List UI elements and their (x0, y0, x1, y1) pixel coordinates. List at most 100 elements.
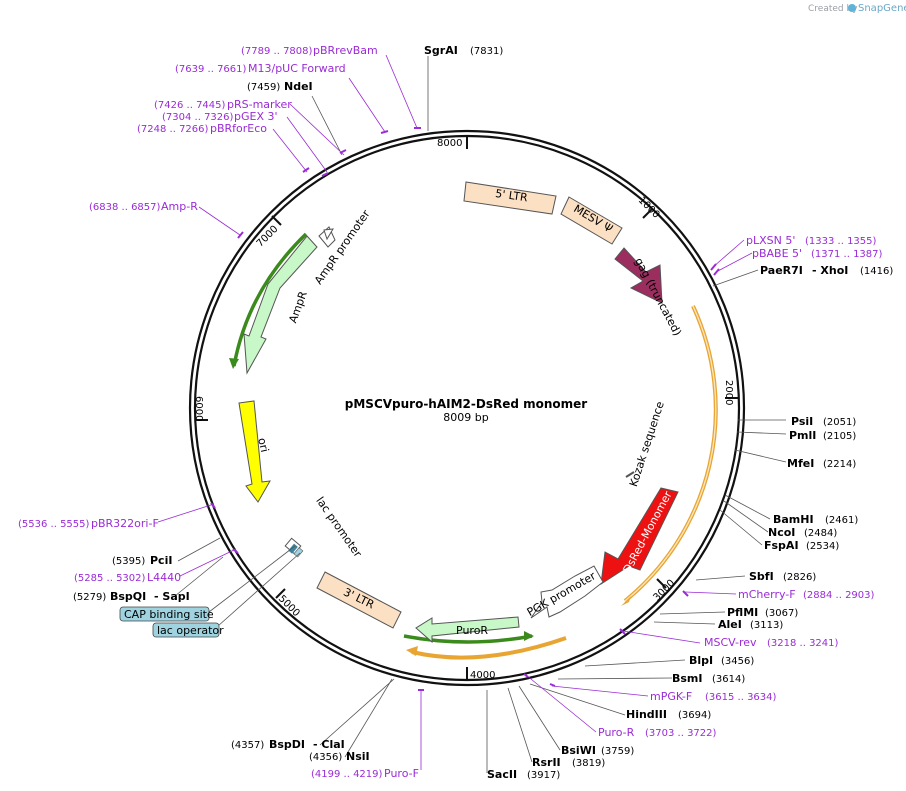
feature-ampr-promoter-label: AmpR promoter (312, 207, 373, 286)
enzyme-bsiwi[interactable]: BsiWI (561, 744, 596, 757)
feature-5ltr[interactable]: 5' LTR (463, 181, 557, 215)
enzyme-mfei-pos: (2214) (823, 459, 856, 470)
primer-mpgk-f-pos: (3615 .. 3634) (705, 692, 777, 703)
primer-pbr322ori-f[interactable]: pBR322ori-F (91, 517, 159, 530)
feature-dsred-label: DsRed-Monomer (620, 489, 674, 576)
primer-puro-r[interactable]: Puro-R (598, 726, 635, 739)
ruler-2000: 2000 (723, 380, 734, 405)
snapgene-logo-icon (848, 4, 856, 12)
primer-puro-f[interactable]: Puro-F (384, 767, 419, 780)
enzyme-ndei[interactable]: NdeI (284, 80, 313, 93)
primer-mscv-rev[interactable]: MSCV-rev (704, 636, 757, 649)
enzyme-pcii-pos: (5395) (112, 556, 145, 567)
enzyme-psii-pos: (2051) (823, 417, 856, 428)
primer-labels: pBRrevBam (7789 .. 7808) M13/pUC Forward… (18, 44, 883, 780)
orf-arcs (229, 232, 718, 660)
primer-prs-marker[interactable]: pRS-marker (227, 98, 292, 111)
lac-operator-box[interactable]: lac operator (152, 622, 224, 638)
enzyme-ncoi[interactable]: NcoI (768, 526, 795, 539)
feature-kozak[interactable]: Kozak sequence (625, 400, 667, 489)
feature-puror-label: PuroR (456, 624, 488, 637)
enzyme-alei-pos: (3113) (750, 620, 783, 631)
enzyme-pflmi-pos: (3067) (765, 608, 798, 619)
primer-puro-r-pos: (3703 .. 3722) (645, 728, 717, 739)
primer-pbrforeco[interactable]: pBRforEco (210, 122, 267, 135)
primer-pgex3-pos: (7304 .. 7326) (162, 112, 234, 123)
feature-puror[interactable]: PuroR (415, 616, 520, 644)
primer-puro-f-pos: (4199 .. 4219) (311, 769, 383, 780)
ruler-4000: 4000 (470, 670, 495, 681)
primer-l4440[interactable]: L4440 (147, 571, 181, 584)
enzyme-nsii-pos: (4356) (309, 752, 342, 763)
ruler-7000: 7000 (255, 224, 281, 250)
feature-lac-label: lac promoter (313, 495, 364, 561)
enzyme-paer7i-pos: (1416) (860, 266, 893, 277)
enzyme-labels: SgrAI (7831) NdeI (7459) PaeR7I - XhoI (… (73, 44, 893, 781)
primer-pgex3[interactable]: pGEX 3' (234, 110, 278, 123)
enzyme-pflmi[interactable]: PflMI (727, 606, 758, 619)
enzyme-bsmi-pos: (3614) (712, 674, 745, 685)
primer-pbr322ori-f-pos: (5536 .. 5555) (18, 519, 90, 530)
feature-mesv[interactable]: MESV Ψ (560, 196, 623, 245)
feature-3ltr[interactable]: 3' LTR (316, 571, 402, 629)
primer-mcherry-f[interactable]: mCherry-F (738, 588, 796, 601)
primer-plxsn5-pos: (1333 .. 1355) (805, 236, 877, 247)
feature-gag[interactable]: gag (truncated) (614, 247, 684, 338)
primer-plxsn5[interactable]: pLXSN 5' (746, 234, 795, 247)
enzyme-blpi[interactable]: BlpI (689, 654, 713, 667)
enzyme-pmli[interactable]: PmlI (789, 429, 816, 442)
feature-ampr-promoter[interactable]: AmpR promoter (312, 207, 373, 286)
enzyme-alei[interactable]: AleI (718, 618, 742, 631)
enzyme-hindiii-pos: (3694) (678, 710, 711, 721)
enzyme-sgrai-pos: (7831) (470, 46, 503, 57)
feature-kozak-label: Kozak sequence (627, 400, 667, 489)
plasmid-name: pMSCVpuro-hAIM2-DsRed monomer (345, 397, 588, 411)
primer-mpgk-f[interactable]: mPGK-F (650, 690, 692, 703)
enzyme-fspai-pos: (2534) (806, 541, 839, 552)
ruler-1000: 1000 (636, 195, 662, 221)
enzyme-nsii[interactable]: NsiI (346, 750, 370, 763)
primer-amp-r-pos: (6838 .. 6857) (89, 202, 161, 213)
primer-m13puc-forward[interactable]: M13/pUC Forward (248, 62, 346, 75)
primer-mcherry-f-pos: (2884 .. 2903) (803, 590, 875, 601)
enzyme-hindiii[interactable]: HindIII (626, 708, 667, 721)
feature-pgk[interactable]: PGK promoter (525, 565, 604, 619)
enzyme-leaders (174, 56, 787, 773)
primer-pbrrevbam[interactable]: pBRrevBam (313, 44, 378, 57)
feature-lac-promoter[interactable]: lac promoter (284, 495, 365, 561)
enzyme-sgrai[interactable]: SgrAI (424, 44, 458, 57)
enzyme-sbfi[interactable]: SbfI (749, 570, 774, 583)
enzyme-pcii[interactable]: PciI (150, 554, 172, 567)
primer-pbrrevbam-pos: (7789 .. 7808) (241, 46, 313, 57)
enzyme-paer7i[interactable]: PaeR7I (760, 264, 803, 277)
enzyme-bspqi[interactable]: BspQI (110, 590, 146, 603)
cap-binding-site-box[interactable]: CAP binding site (119, 606, 214, 622)
primer-pbrforeco-pos: (7248 .. 7266) (137, 124, 209, 135)
primer-amp-r[interactable]: Amp-R (161, 200, 198, 213)
enzyme-psii[interactable]: PsiI (791, 415, 813, 428)
feature-ori[interactable]: ori (238, 400, 271, 503)
enzyme-bspqi-pos: (5279) (73, 592, 106, 603)
primer-prs-marker-pos: (7426 .. 7445) (154, 100, 226, 111)
primer-pbabe5[interactable]: pBABE 5' (752, 247, 802, 260)
enzyme-mfei[interactable]: MfeI (787, 457, 814, 470)
enzyme-xhoi[interactable]: - XhoI (812, 264, 848, 277)
enzyme-ncoi-pos: (2484) (804, 528, 837, 539)
feature-ori-label: ori (255, 437, 271, 454)
enzyme-bamhi[interactable]: BamHI (773, 513, 814, 526)
enzyme-bspdi[interactable]: BspDI (269, 738, 305, 751)
enzyme-rsrii-pos: (3819) (572, 758, 605, 769)
primer-marks (210, 127, 720, 691)
enzyme-sapi[interactable]: - SapI (154, 590, 190, 603)
enzyme-sacii[interactable]: SacII (487, 768, 517, 781)
enzyme-clai[interactable]: - ClaI (313, 738, 345, 751)
enzyme-bsmi[interactable]: BsmI (672, 672, 703, 685)
feature-5ltr-label: 5' LTR (494, 187, 528, 204)
enzyme-fspai[interactable]: FspAI (764, 539, 799, 552)
feature-dsred[interactable]: DsRed-Monomer (600, 487, 679, 585)
feature-ampr-label: AmpR (286, 289, 310, 325)
primer-mscv-rev-pos: (3218 .. 3241) (767, 638, 839, 649)
enzyme-rsrii[interactable]: RsrII (532, 756, 561, 769)
enzyme-ndei-pos: (7459) (247, 82, 280, 93)
credit-text: Created by (808, 4, 858, 14)
